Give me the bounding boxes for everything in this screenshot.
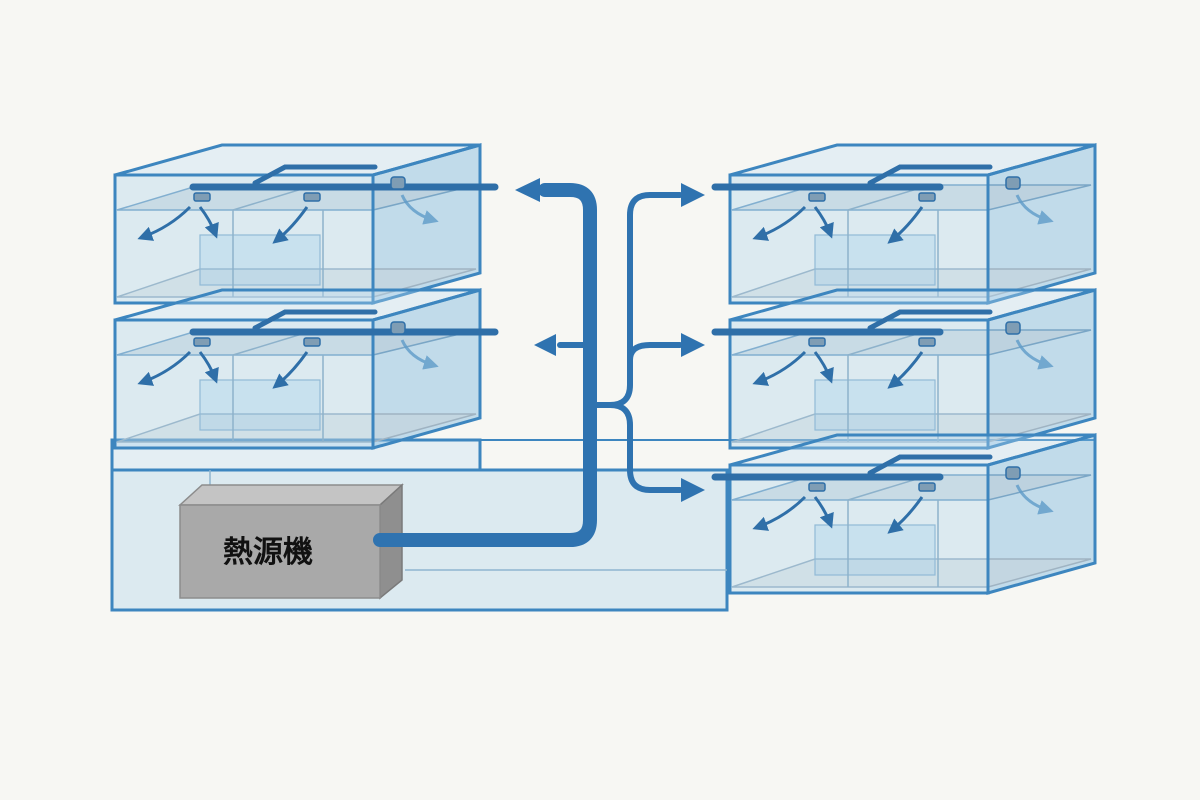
duct-riser [252, 164, 378, 186]
right-bottom-floor [711, 433, 1097, 595]
duct-riser [867, 454, 993, 476]
curved-arrow-icon [752, 205, 807, 241]
interior-room [814, 379, 936, 431]
arrow-left-middle-icon [534, 334, 556, 356]
curved-arrow-icon [137, 205, 192, 241]
ceiling-diffuser-icon [193, 337, 211, 347]
ceiling-diffuser-icon [918, 192, 936, 202]
ceiling-diffuser-icon [193, 192, 211, 202]
curved-arrow-icon [400, 194, 439, 225]
curved-arrow-icon [198, 206, 219, 239]
interior-room [199, 234, 321, 286]
curved-arrow-icon [813, 206, 834, 239]
duct-riser [867, 164, 993, 186]
curved-arrow-icon [887, 496, 924, 534]
curved-arrow-icon [272, 206, 309, 244]
ceiling-diffuser-icon [303, 337, 321, 347]
curved-arrow-icon [752, 350, 807, 386]
arrow-right-bottom-icon [681, 478, 705, 502]
floor-plane [731, 558, 1092, 588]
main-supply-pipe [373, 183, 597, 547]
duct-riser [252, 309, 378, 331]
interior-room [199, 379, 321, 431]
return-vent-icon [390, 321, 406, 335]
floor-front-face [728, 173, 990, 305]
return-vent-icon [1005, 176, 1021, 190]
curved-arrow-icon [137, 350, 192, 386]
branch-right-bottom [607, 402, 683, 493]
ceiling-diffuser-icon [303, 192, 321, 202]
branch-right-middle [627, 342, 683, 363]
curved-arrow-icon [752, 495, 807, 531]
floor-modules [113, 143, 1097, 595]
ceiling-diffuser-icon [808, 192, 826, 202]
curved-arrow-icon [272, 351, 309, 389]
curved-arrow-icon [198, 351, 219, 384]
curved-arrow-icon [1015, 194, 1054, 225]
right-middle-floor [711, 288, 1097, 450]
arrow-right-middle-icon [681, 333, 705, 357]
left-upper-floor [113, 143, 499, 305]
branch-right-top [587, 192, 683, 408]
curved-arrow-icon [400, 339, 439, 370]
ceiling-plane [731, 184, 1092, 211]
heat-source-label: 熱源機 [223, 535, 313, 570]
return-vent-icon [390, 176, 406, 190]
floor-front-face [113, 318, 375, 450]
floor-front-face [728, 318, 990, 450]
floor-front-face [728, 463, 990, 595]
duct-riser [867, 309, 993, 331]
ceiling-diffuser-icon [808, 482, 826, 492]
left-lower-floor [113, 288, 499, 450]
return-vent-icon [1005, 321, 1021, 335]
curved-arrow-icon [813, 351, 834, 384]
floor-front-face [113, 173, 375, 305]
interior-room [814, 524, 936, 576]
arrow-left-top-icon [515, 178, 540, 202]
curved-arrow-icon [813, 496, 834, 529]
ceiling-plane [731, 329, 1092, 356]
curved-arrow-icon [887, 206, 924, 244]
heat-source-top [178, 484, 404, 506]
ceiling-diffuser-icon [918, 337, 936, 347]
ceiling-diffuser-icon [808, 337, 826, 347]
curved-arrow-icon [1015, 484, 1054, 515]
ceiling-diffuser-icon [918, 482, 936, 492]
ceiling-plane [731, 474, 1092, 501]
floor-plane [116, 413, 477, 443]
return-vent-icon [1005, 466, 1021, 480]
curved-arrow-icon [1015, 339, 1054, 370]
heat-source-unit: 熱源機 [178, 483, 404, 600]
heat-source-front [179, 504, 381, 599]
right-top-floor [711, 143, 1097, 305]
arrow-right-top-icon [681, 183, 705, 207]
interior-room [814, 234, 936, 286]
curved-arrow-icon [887, 351, 924, 389]
